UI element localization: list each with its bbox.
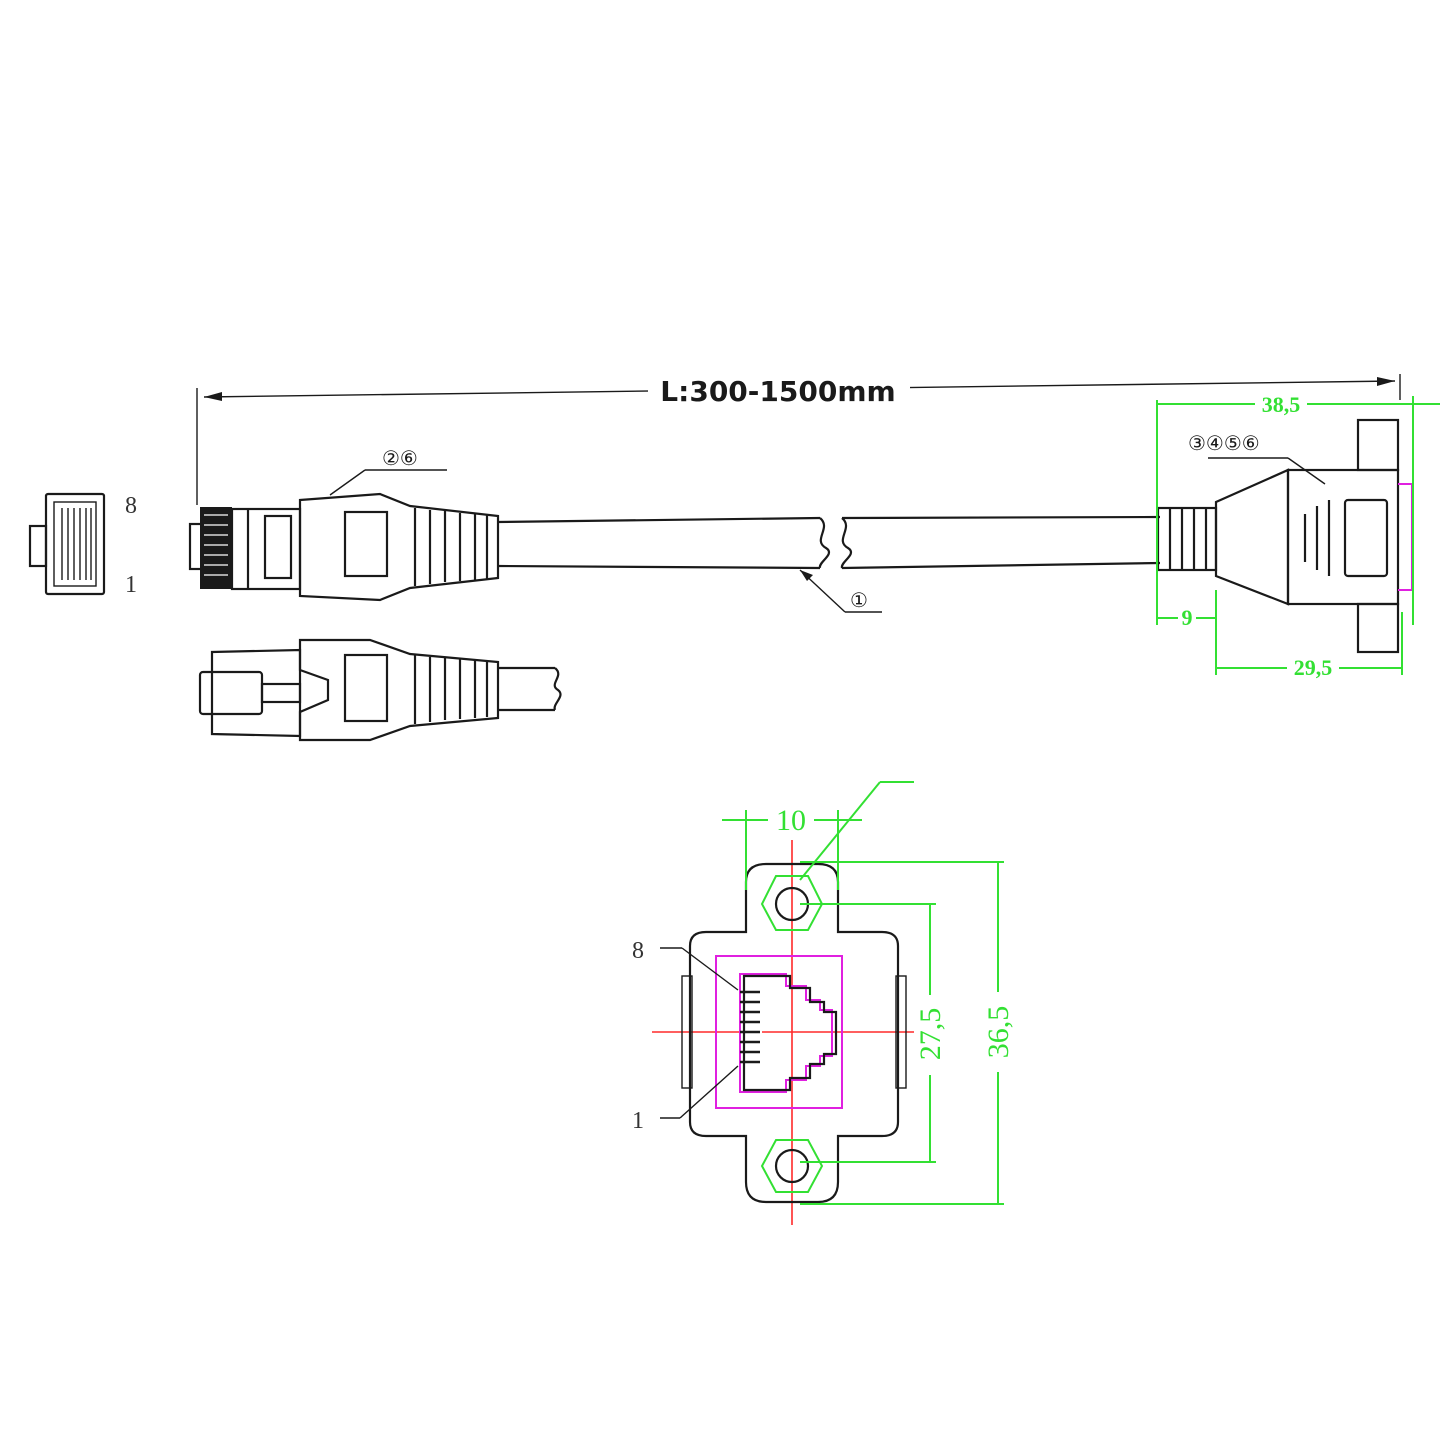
- dim-total-depth: 38,5: [1262, 392, 1301, 417]
- overall-length-dimension: L:300-1500mm: [196, 374, 1401, 505]
- plug-pin-8-label: 8: [125, 493, 137, 519]
- dim-total-height: 36,5: [982, 1006, 1015, 1059]
- dim-strain-relief: 9: [1182, 605, 1193, 630]
- dim-body-depth: 29,5: [1294, 655, 1333, 680]
- length-label: L:300-1500mm: [660, 375, 895, 408]
- cable: ①: [497, 515, 1161, 613]
- jack-front-dimensions: 10 27,5 36,5: [722, 781, 1015, 1205]
- jack-pin-1-label: 1: [632, 1108, 644, 1134]
- plug-face-view: 8 1: [28, 492, 137, 598]
- dim-hole-spacing: 27,5: [914, 1008, 947, 1061]
- jack-side-dimensions: 38,5 9 29,5: [1156, 392, 1440, 680]
- jack-front-view: 8 1: [632, 840, 938, 1225]
- plug-callout: ②⑥: [382, 446, 418, 470]
- plug-side-view: ②⑥: [188, 446, 500, 602]
- dim-front-width: 10: [776, 804, 806, 837]
- jack-pin-8-label: 8: [632, 938, 644, 964]
- jack-callout: ③④⑤⑥: [1188, 431, 1260, 455]
- plug-top-view: [198, 638, 562, 742]
- cable-callout: ①: [850, 588, 868, 612]
- plug-pin-1-label: 1: [125, 572, 137, 598]
